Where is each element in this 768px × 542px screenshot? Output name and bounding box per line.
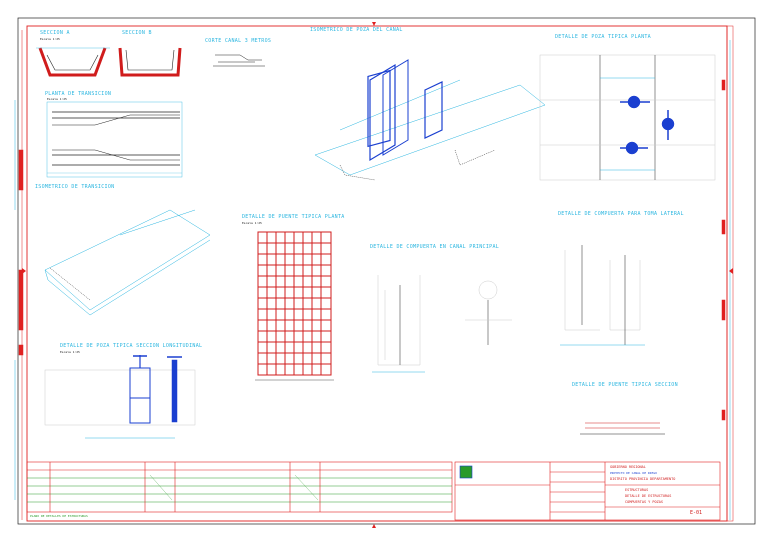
footer-note: PLANO DE DETALLES DE ESTRUCTURAS: [30, 514, 88, 518]
corte-detail: [213, 54, 265, 67]
left-margin-ruler: [14, 30, 24, 520]
plano-line-2: DETALLE DE ESTRUCTURAS: [625, 494, 672, 498]
scale-text-planta: Escala 1:25: [47, 97, 67, 101]
isometrico-transicion-detail: [44, 209, 211, 316]
detalle-compuerta-principal-detail: [372, 275, 512, 373]
detalle-poza-seccion-detail: [44, 355, 196, 439]
label-detalle-compuerta-lateral: DETALLE DE COMPUERTA PARA TOMA LATERAL: [558, 211, 684, 217]
label-detalle-puente-seccion: DETALLE DE PUENTE TIPICA SECCION: [572, 382, 678, 388]
plano-line-3: COMPUERTAS Y POZAS: [625, 500, 663, 504]
label-planta-transicion: PLANTA DE TRANSICION: [45, 91, 112, 97]
title-line-1: GOBIERNO REGIONAL: [610, 465, 646, 469]
label-detalle-poza-planta: DETALLE DE POZA TIPICA PLANTA: [555, 34, 651, 40]
seccion-b-detail: [118, 47, 182, 77]
scale-text-a: Escala 1:25: [40, 37, 60, 41]
label-seccion-a: SECCION A: [40, 30, 70, 36]
label-corte: CORTE CANAL 3 METROS: [205, 38, 272, 44]
label-isometrico-poza: ISOMETRICO DE POZA DEL CANAL: [310, 27, 403, 33]
detalle-puente-seccion-detail: [580, 422, 665, 435]
title-line-2: PROYECTO DE CANAL DE RIEGO: [610, 471, 657, 475]
plano-line-1: ESTRUCTURAS: [625, 488, 649, 492]
right-margin-ruler: [721, 40, 731, 520]
bottom-schedule-table: [26, 461, 453, 513]
label-detalle-poza-seccion: DETALLE DE POZA TIPICA SECCION LONGITUDI…: [60, 343, 203, 349]
sheet-number: E-01: [690, 510, 703, 516]
detalle-compuerta-lateral-detail: [560, 245, 645, 346]
detalle-poza-planta-detail: [539, 54, 716, 181]
scale-text-puente: Escala 1:25: [242, 221, 262, 225]
title-block: [454, 461, 721, 521]
seccion-a-detail: [36, 47, 110, 77]
detalle-puente-planta-detail: [255, 231, 334, 381]
planta-transicion-detail: [46, 101, 183, 178]
label-isometrico-transicion: ISOMETRICO DE TRANSICION: [35, 184, 115, 190]
title-line-3: DISTRITO PROVINCIA DEPARTAMENTO: [610, 477, 676, 481]
isometrico-poza-detail: [314, 59, 546, 181]
label-seccion-b: SECCION B: [122, 30, 152, 36]
scale-text-poza: Escala 1:25: [60, 350, 80, 354]
label-detalle-compuerta-principal: DETALLE DE COMPUERTA EN CANAL PRINCIPAL: [370, 244, 500, 250]
label-detalle-puente-planta: DETALLE DE PUENTE TIPICA PLANTA: [242, 214, 345, 220]
